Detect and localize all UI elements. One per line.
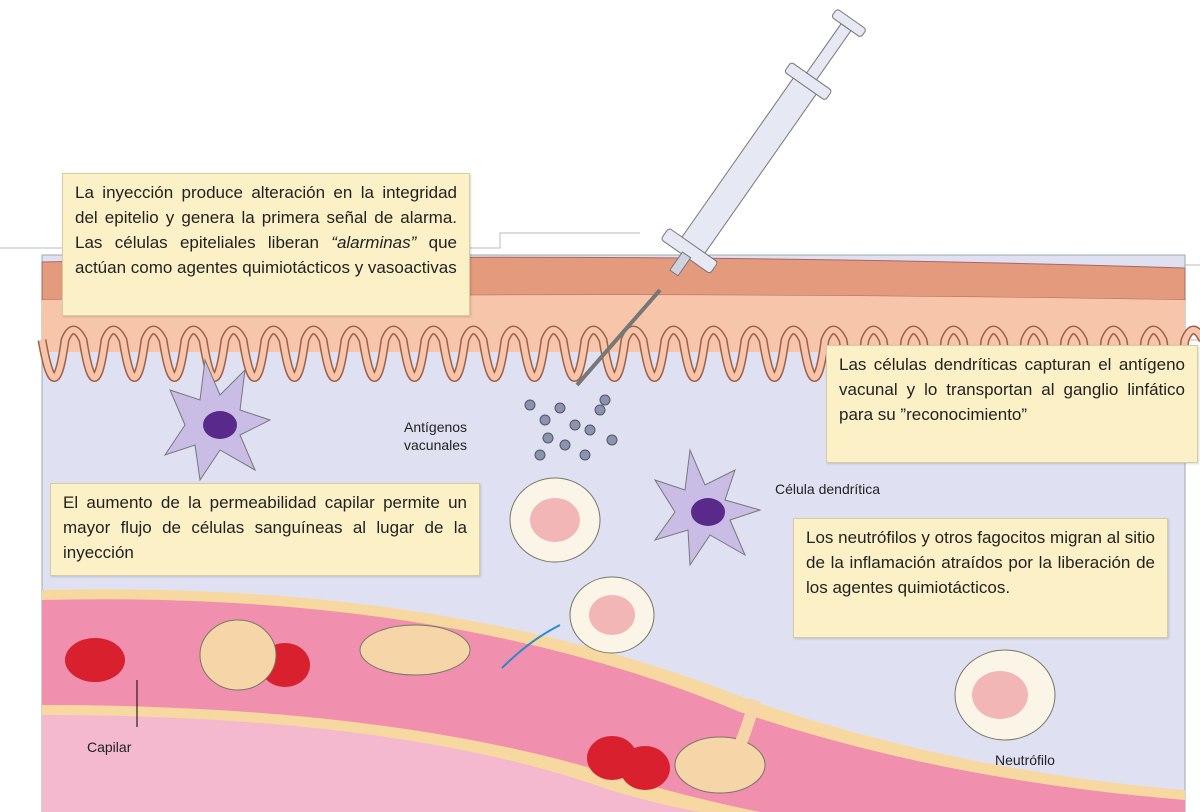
- antigen-particle: [539, 414, 551, 426]
- label-antigens: Antígenos vacunales: [404, 418, 467, 454]
- antigen-particles: [524, 394, 618, 461]
- syringe: [575, 9, 866, 387]
- alarmins-term: “alarminas”: [331, 233, 417, 252]
- callout-injection: La inyección produce alteración en la in…: [62, 173, 470, 316]
- label-antigens-line1: Antígenos: [404, 419, 468, 435]
- antigen-particle: [599, 394, 611, 406]
- antigen-particle: [584, 424, 596, 436]
- label-capillary: Capilar: [87, 739, 132, 755]
- neutrophils: [509, 477, 1056, 741]
- antigen-particle: [579, 449, 591, 461]
- callout-neutrophils: Los neutrófilos y otros fagocitos migran…: [793, 518, 1168, 638]
- label-dendritic-cell: Célula dendrítica: [775, 481, 881, 497]
- callout-dendritic: Las células dendríticas capturan el antí…: [826, 345, 1198, 463]
- red-blood-cells: [65, 638, 670, 790]
- antigen-particle: [524, 399, 536, 411]
- dendritic-cells: [163, 358, 762, 567]
- antigen-particle: [554, 402, 566, 414]
- callout-text: La inyección produce alteración en la in…: [75, 183, 457, 252]
- antigen-particle: [569, 419, 581, 431]
- leukocytes-in-capillary: [199, 619, 766, 794]
- antigen-particle: [594, 404, 606, 416]
- callout-permeability: El aumento de la permeabilidad capilar p…: [50, 483, 480, 576]
- antigen-particle: [542, 432, 554, 444]
- antigen-particle: [534, 449, 546, 461]
- antigen-particle: [559, 439, 571, 451]
- label-antigens-line2: vacunales: [404, 437, 468, 453]
- callout-text: que actúan como agentes quimiotácticos y…: [75, 233, 458, 277]
- label-neutrophil: Neutrófilo: [995, 752, 1055, 768]
- antigen-particle: [606, 434, 618, 446]
